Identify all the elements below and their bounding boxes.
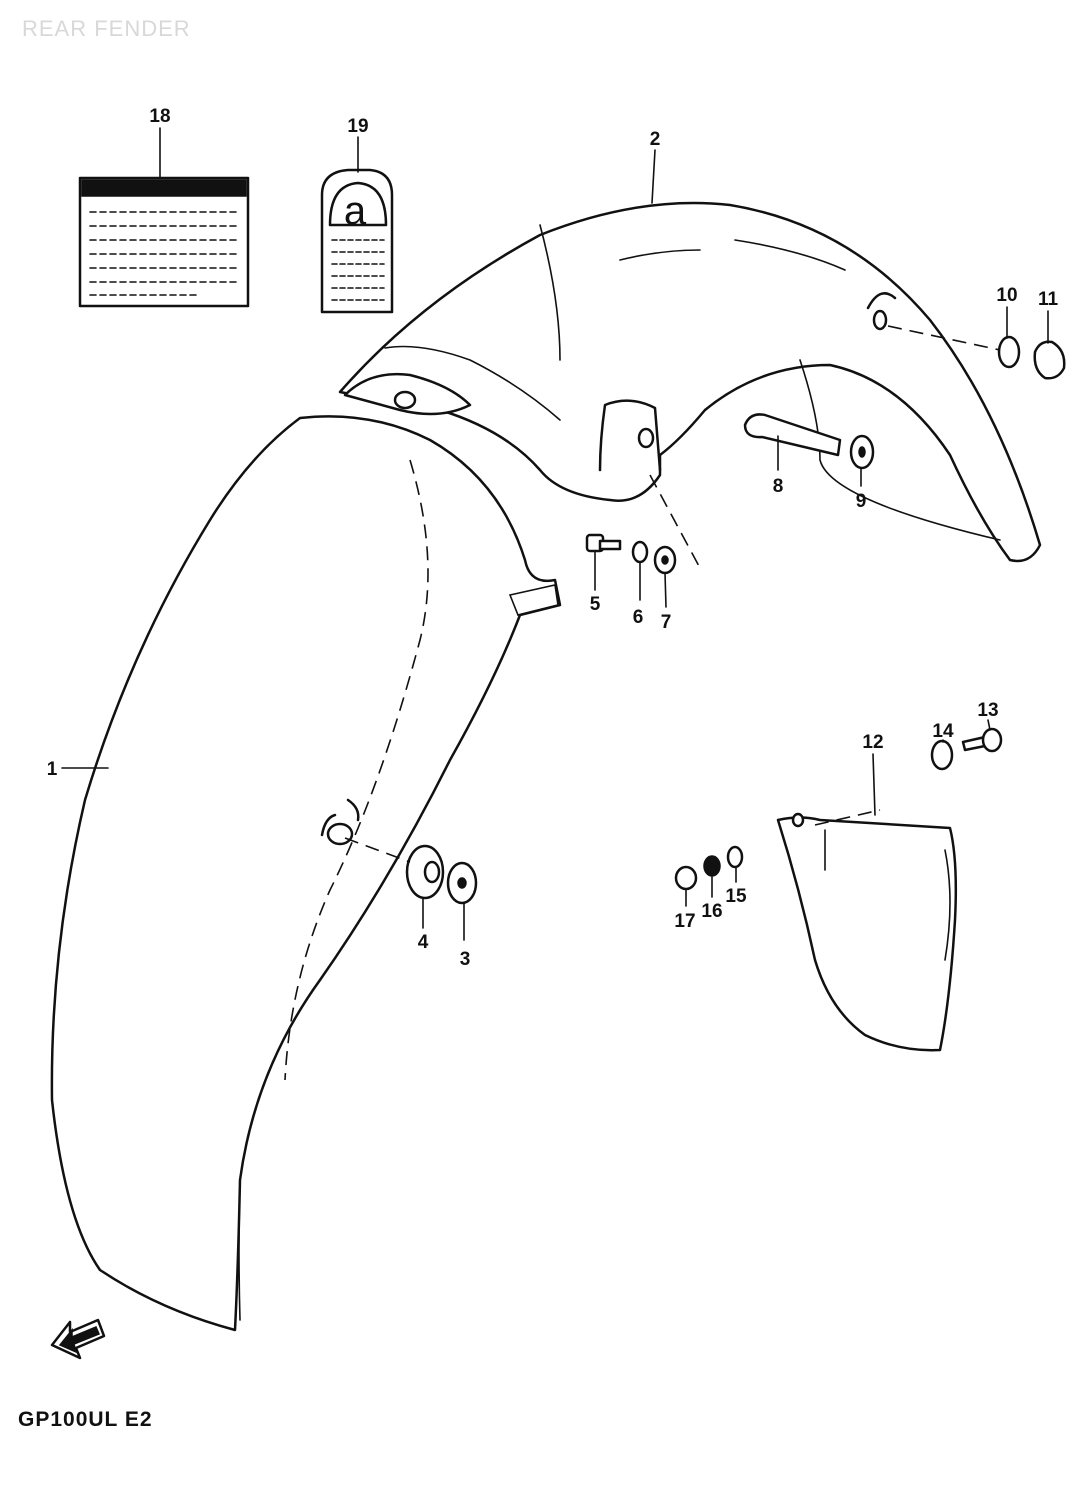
callout-12: 12 bbox=[862, 732, 883, 753]
bolt-part-8 bbox=[743, 413, 842, 457]
callout-18: 18 bbox=[149, 106, 170, 127]
callout-9: 9 bbox=[856, 491, 867, 512]
lock-washer-part-10 bbox=[997, 335, 1021, 369]
callout-8: 8 bbox=[773, 476, 784, 497]
callout-10: 10 bbox=[996, 285, 1017, 306]
callout-15: 15 bbox=[725, 886, 747, 907]
washer-part-15 bbox=[726, 845, 744, 869]
diagram-title: REAR FENDER bbox=[22, 16, 191, 41]
washer-part-14 bbox=[930, 739, 954, 771]
callout-3: 3 bbox=[460, 949, 471, 970]
mudflap-part-12 bbox=[776, 809, 958, 1052]
callout-1: 1 bbox=[47, 759, 58, 780]
callout-2: 2 bbox=[650, 129, 661, 150]
leader-lines bbox=[61, 127, 1049, 941]
lock-washer-part-6 bbox=[631, 540, 649, 564]
tag-logo-glyph: a bbox=[344, 189, 367, 233]
bolt-part-5 bbox=[585, 533, 622, 553]
fasteners bbox=[344, 325, 1066, 905]
callout-16: 16 bbox=[701, 901, 722, 922]
callout-14: 14 bbox=[932, 721, 954, 742]
callout-17: 17 bbox=[674, 911, 695, 932]
warning-label-part-18 bbox=[78, 176, 250, 308]
nut-part-17 bbox=[674, 865, 698, 891]
callout-13: 13 bbox=[977, 700, 998, 721]
lock-washer-part-16 bbox=[703, 855, 721, 877]
callout-11: 11 bbox=[1038, 289, 1059, 310]
callout-6: 6 bbox=[633, 607, 644, 628]
fender-part-1 bbox=[50, 415, 562, 1332]
rear-fender-upper-part-2 bbox=[338, 201, 1042, 563]
model-code: GP100UL E2 bbox=[18, 1408, 153, 1431]
nut-part-11 bbox=[1033, 340, 1066, 380]
callout-numbers: 18 19 2 10 11 8 9 5 6 7 13 14 12 1 15 16… bbox=[47, 106, 1059, 970]
callout-7: 7 bbox=[661, 612, 672, 633]
callout-19: 19 bbox=[347, 116, 368, 137]
callout-4: 4 bbox=[418, 932, 429, 953]
callout-5: 5 bbox=[590, 594, 601, 615]
tag-label-part-19: a bbox=[320, 168, 394, 314]
bolt-part-13 bbox=[961, 727, 1003, 753]
arrow-icon bbox=[50, 1318, 106, 1360]
